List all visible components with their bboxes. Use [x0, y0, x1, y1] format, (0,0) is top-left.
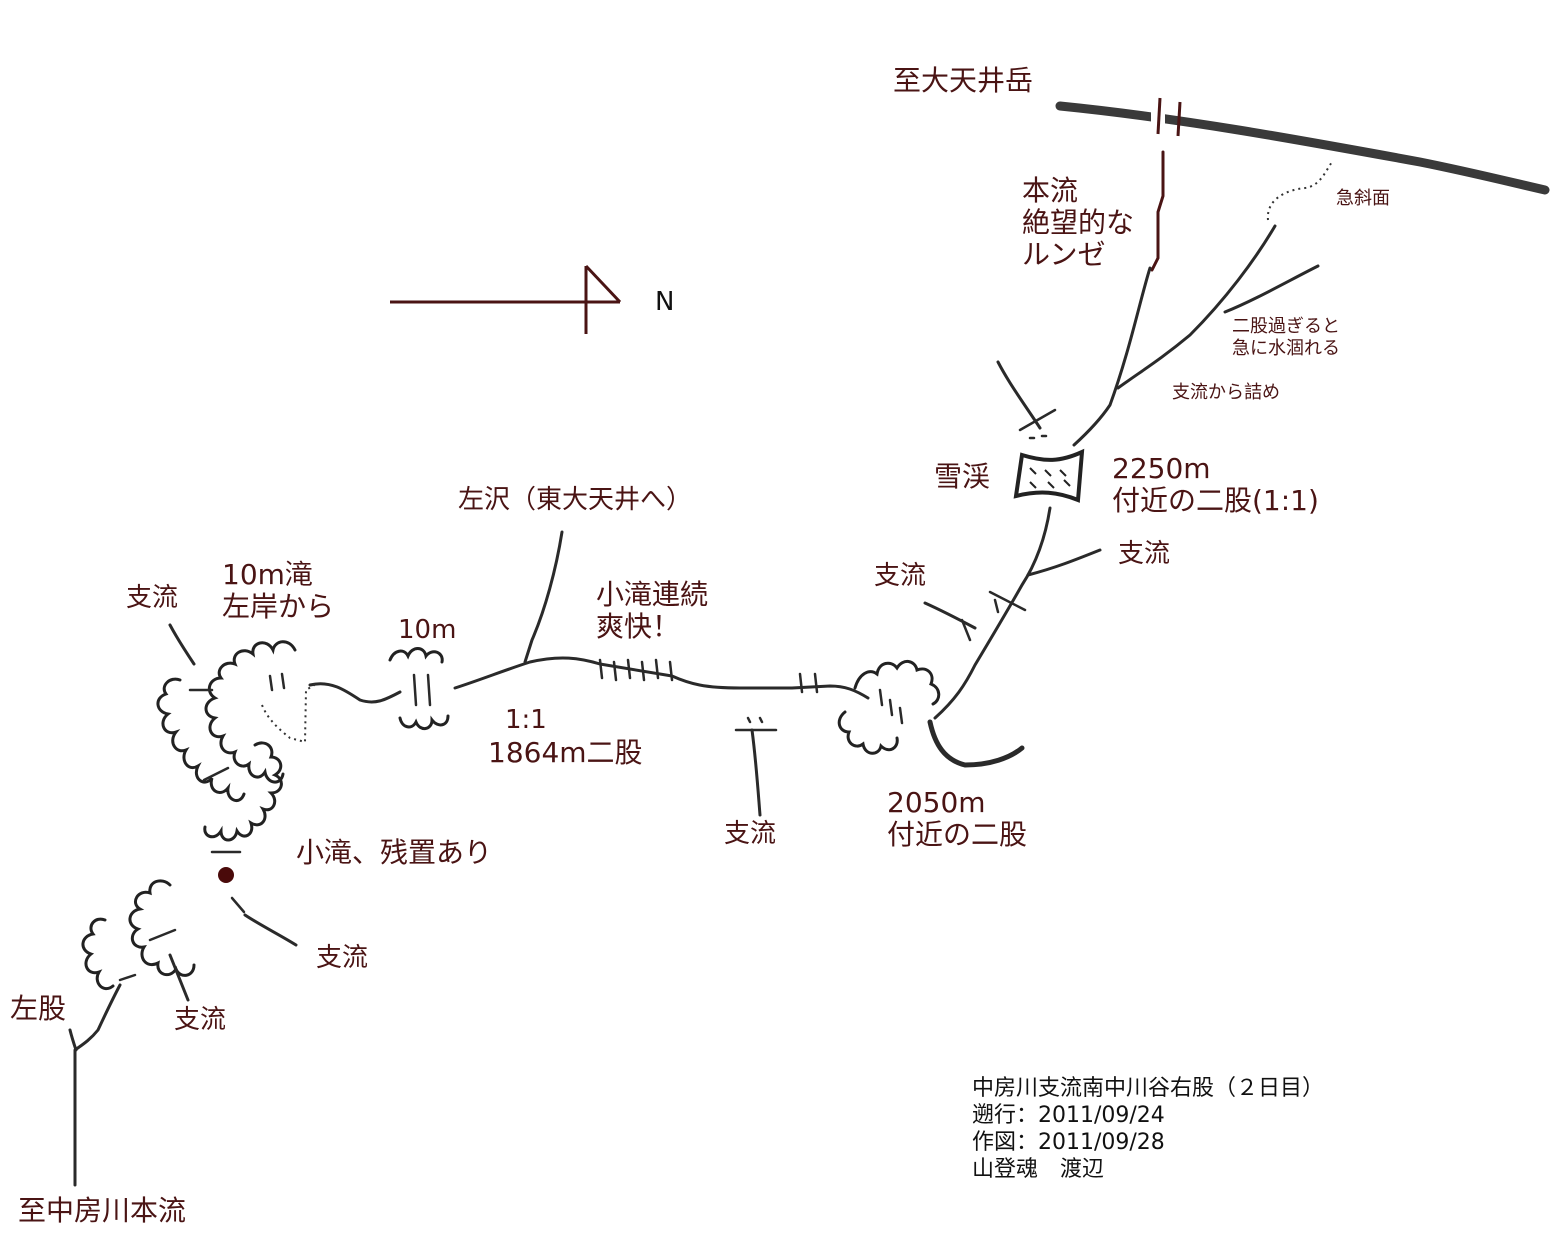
steep-slope-dotted-route [1266, 161, 1333, 221]
tributary-label-e: 支流 [316, 943, 368, 973]
to-mainstream-label: 至中房川本流 [18, 1194, 186, 1227]
north-arrow-icon [390, 264, 622, 334]
ratio-label: 1:1 [505, 705, 547, 735]
snow-gorge-icon [1013, 408, 1085, 503]
cascade-marks-2050 [878, 688, 904, 725]
stream-2250-to-2050 [933, 506, 1052, 720]
left-gorge-fall-marks [118, 672, 286, 982]
upper-main-stream [1072, 266, 1152, 447]
tributary-f [168, 953, 190, 1002]
fork-1864-label: 1864m二股 [488, 736, 643, 769]
waterfall-10m-left-label-2: 左岸から [222, 590, 334, 623]
left-sawa-stream [523, 530, 564, 664]
ridge-line [1055, 101, 1550, 195]
tributary-label-d: 支流 [126, 583, 178, 613]
cascades-label-2: 爽快！ [596, 610, 680, 643]
upper-left-branch [996, 360, 1042, 430]
tributary-below-middle [750, 728, 762, 817]
snow-gorge-label: 雪渓 [934, 460, 990, 493]
ridge-break-marker [1151, 97, 1182, 137]
map-title: 中房川支流南中川谷右股（２日目） [972, 1076, 1324, 1101]
cascade-marks-middle [598, 658, 819, 694]
small-fall-rope-label: 小滝、残置あり [296, 836, 492, 869]
fork-2050-lower-branch [927, 719, 1025, 768]
tributary-label-c: 支流 [724, 819, 776, 849]
main-stream-label-3: ルンゼ [1022, 238, 1105, 271]
left-bank-dotted-route [261, 683, 317, 744]
waterfall-mark-upper [960, 590, 1027, 642]
ascent-date: 遡行：2011/09/24 [972, 1103, 1165, 1128]
tributary-label-a: 支流 [1118, 539, 1170, 569]
main-stream-label-1: 本流 [1022, 174, 1078, 207]
fork-2050-desc-label: 付近の二股 [887, 818, 1027, 851]
tributary-left-2250 [923, 601, 977, 630]
fork-2250-alt-label: 2250m [1112, 452, 1211, 485]
fork-dries-label-2: 急に水涸れる [1232, 338, 1340, 359]
upper-right-branch [1116, 224, 1277, 390]
fork-2050-alt-label: 2050m [887, 786, 986, 819]
to-peak-label: 至大天井岳 [893, 64, 1033, 97]
tributary-fall-mark [734, 716, 778, 732]
tributary-label-b: 支流 [874, 561, 926, 591]
stream-10m-to-left-gorge [308, 682, 402, 704]
tributary-label-f: 支流 [174, 1005, 226, 1035]
steep-slope-label: 急斜面 [1336, 188, 1390, 209]
left-fork-stub [68, 1028, 78, 1052]
waterfall-10m-left-label-1: 10m滝 [222, 558, 313, 591]
middle-main-stream [453, 656, 870, 700]
author: 山登魂 渡辺 [972, 1157, 1104, 1182]
upper-right-sub-branch [1223, 264, 1320, 314]
main-gully-line [1150, 150, 1165, 272]
via-tributary-label: 支流から詰め [1172, 382, 1280, 403]
tributary-d [168, 623, 196, 666]
fork-2250-desc-label: 付近の二股(1:1) [1112, 484, 1319, 517]
waterfall-10m-icon [388, 647, 450, 730]
main-stream-label-2: 絶望的な [1022, 206, 1134, 239]
fixed-rope-marker [218, 867, 234, 883]
left-fork-label: 左股 [10, 992, 66, 1025]
left-sawa-label: 左沢（東大天井へ） [458, 485, 692, 515]
tributary-right-2250 [1026, 548, 1102, 577]
fork-dries-label-1: 二股過ぎると [1232, 316, 1340, 337]
cascades-label-1: 小滝連続 [596, 578, 708, 611]
drawn-date: 作図：2011/09/28 [972, 1130, 1165, 1155]
stream-to-nakabusa [73, 983, 122, 1187]
left-gorge-inner-wall [81, 741, 283, 991]
left-gorge-outer-wall [156, 640, 297, 803]
waterfall-10m-label: 10m [398, 615, 456, 645]
tributary-e [243, 913, 298, 947]
compass-north-label: N [655, 287, 674, 317]
gorge-2050-walls [837, 660, 941, 755]
